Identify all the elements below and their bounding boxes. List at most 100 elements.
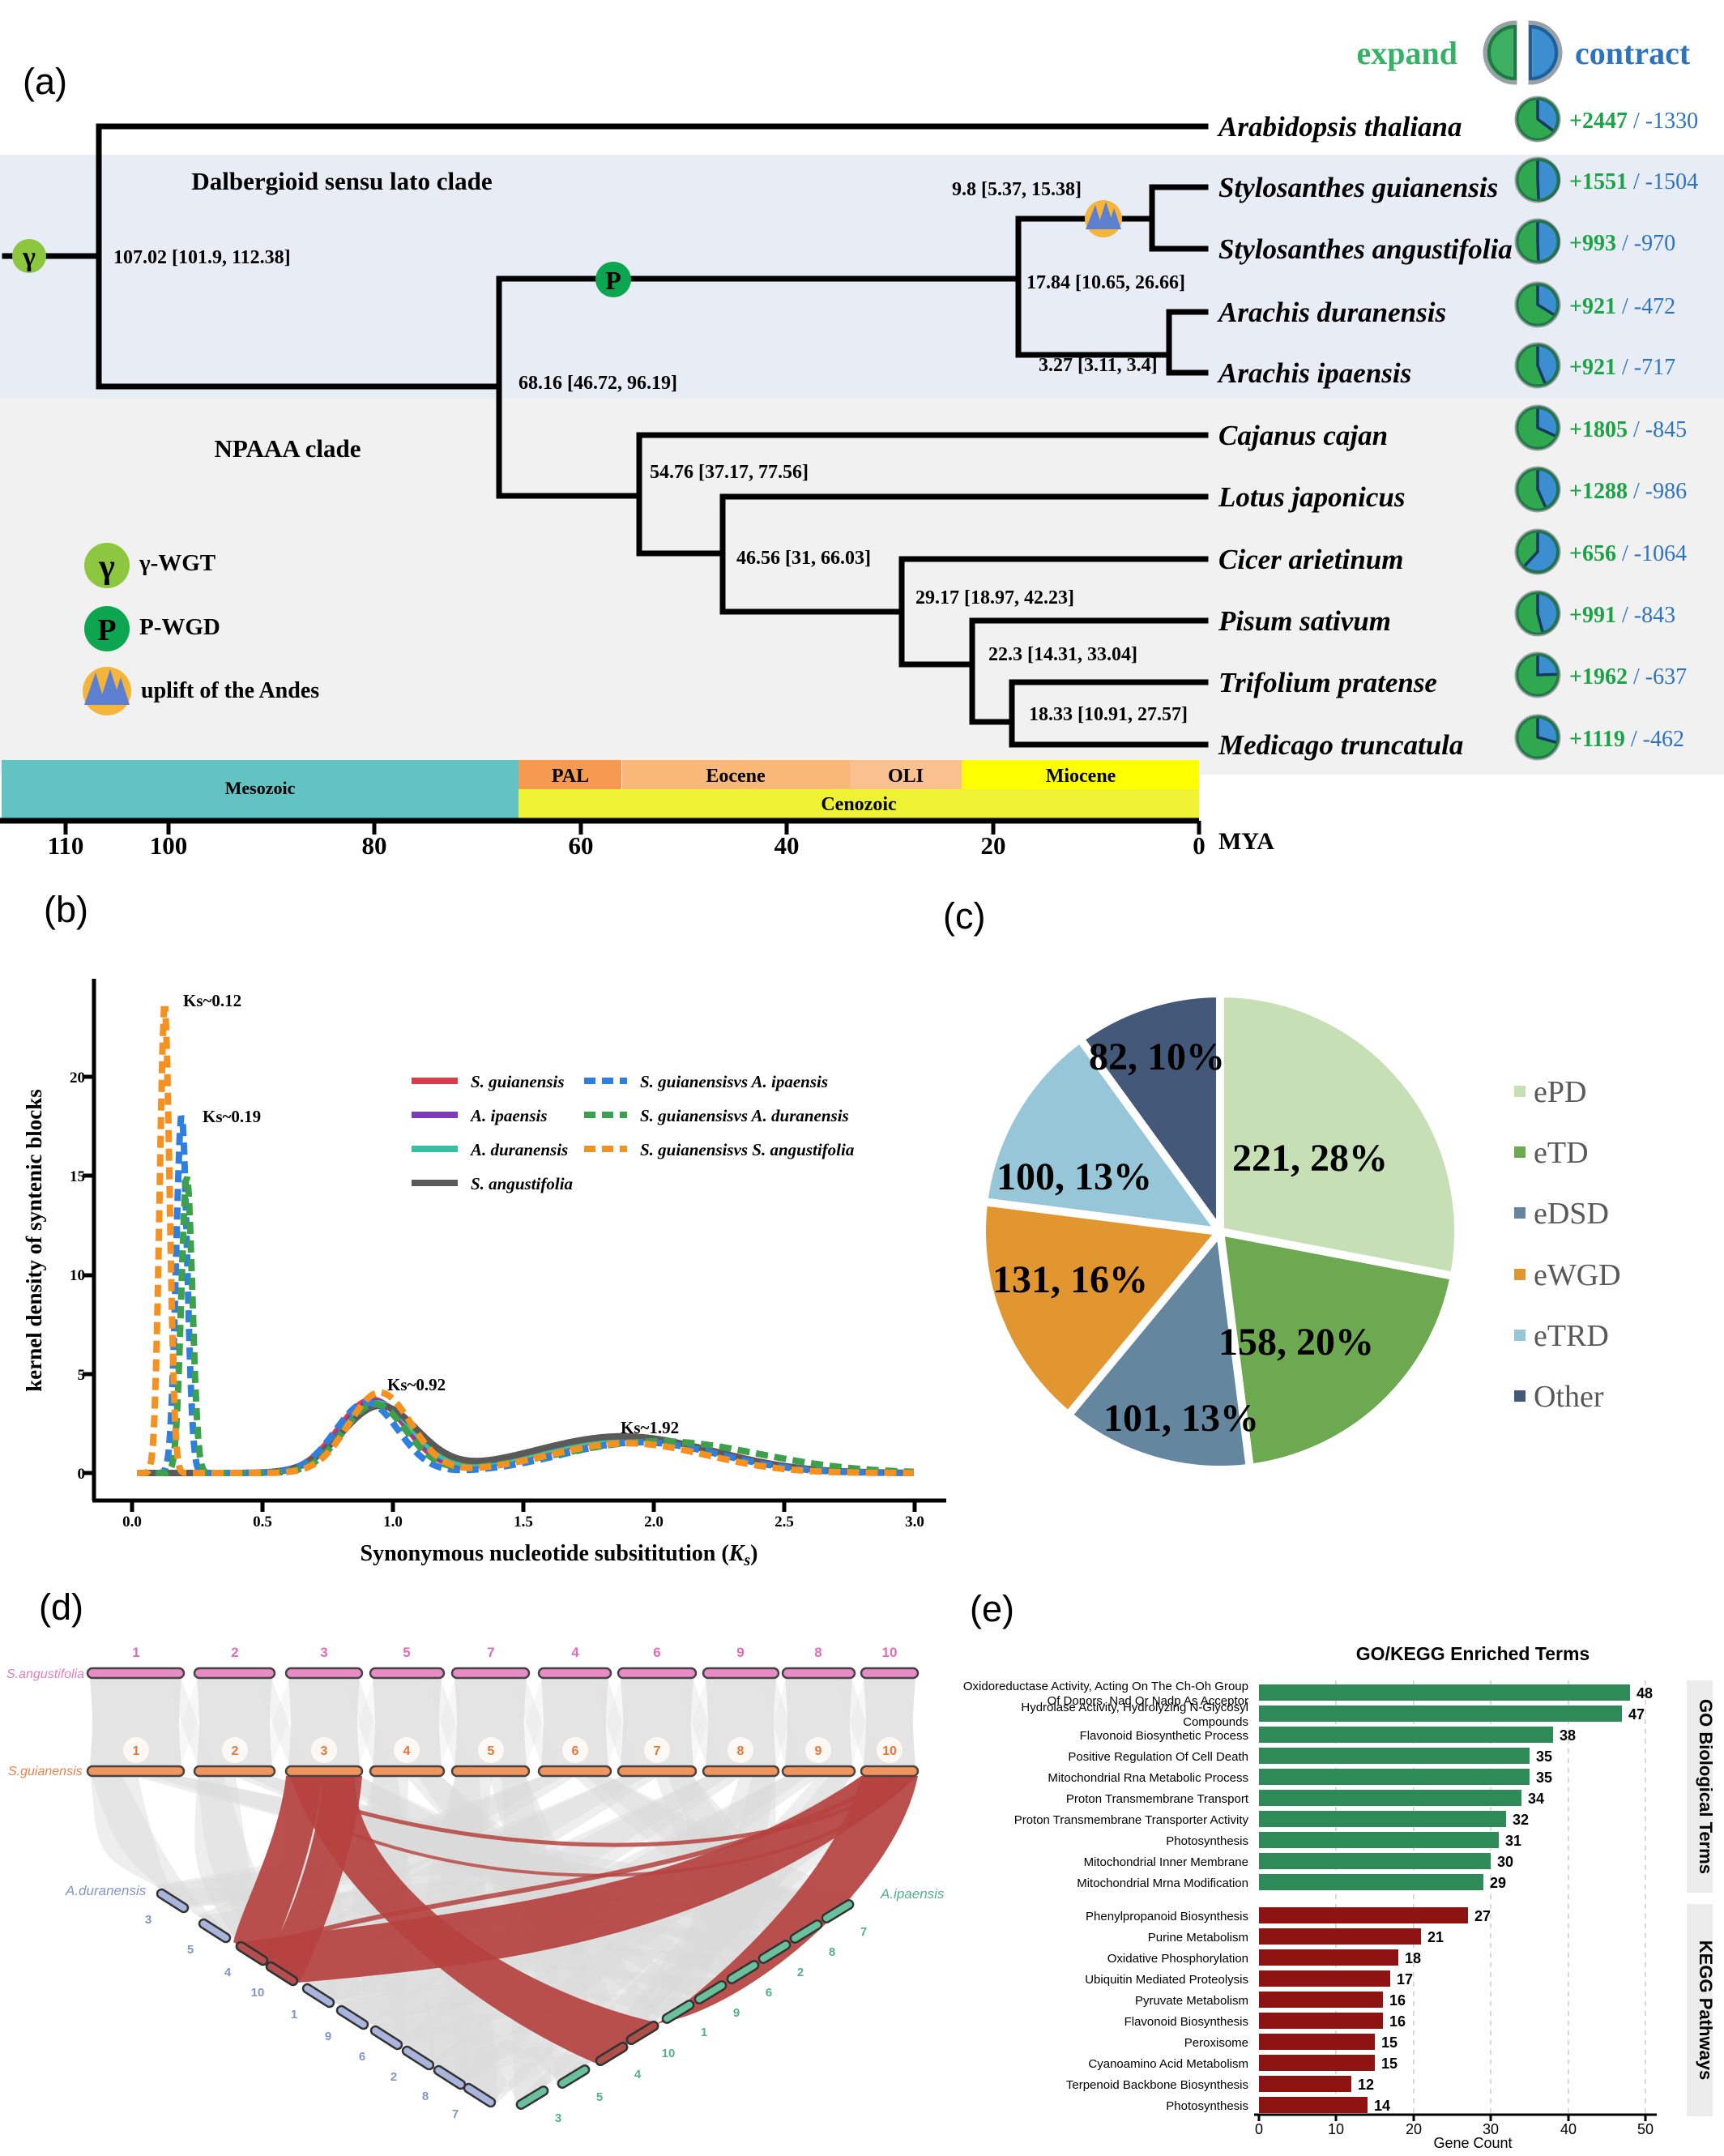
svg-text:16: 16 (1389, 1992, 1406, 2009)
svg-text:γ: γ (98, 549, 115, 586)
svg-text:40: 40 (775, 831, 800, 860)
svg-text:6: 6 (653, 1645, 660, 1660)
svg-text:22.3 [14.31, 33.04]: 22.3 [14.31, 33.04] (988, 644, 1137, 665)
svg-text:NPAAA clade: NPAAA clade (214, 434, 361, 463)
svg-text:Phenylpropanoid Biosynthesis: Phenylpropanoid Biosynthesis (1086, 1910, 1248, 1923)
svg-text:101, 13%: 101, 13% (1103, 1397, 1259, 1440)
svg-text:Medicago truncatula: Medicago truncatula (1218, 729, 1463, 761)
svg-text:20: 20 (1406, 2121, 1422, 2137)
svg-text:(d): (d) (39, 1586, 83, 1628)
svg-text:KEGG Pathways: KEGG Pathways (1696, 1940, 1716, 2080)
svg-text:0: 0 (78, 1466, 86, 1483)
svg-text:0: 0 (1255, 2121, 1263, 2137)
svg-text:+921 / -472: +921 / -472 (1569, 294, 1675, 319)
svg-text:+1119 / -462: +1119 / -462 (1569, 727, 1684, 752)
svg-text:14: 14 (1374, 2098, 1390, 2114)
svg-text:2: 2 (797, 1966, 804, 1979)
svg-text:GO/KEGG Enriched Terms: GO/KEGG Enriched Terms (1356, 1643, 1590, 1664)
svg-text:0.0: 0.0 (122, 1513, 142, 1531)
svg-text:6: 6 (572, 1744, 579, 1758)
svg-text:Stylosanthes guianensis: Stylosanthes guianensis (1218, 172, 1498, 203)
svg-text:0.5: 0.5 (253, 1513, 272, 1531)
svg-text:29.17 [18.97, 42.23]: 29.17 [18.97, 42.23] (915, 587, 1074, 608)
svg-text:30: 30 (1483, 2121, 1499, 2137)
svg-text:47: 47 (1628, 1706, 1645, 1723)
svg-text:2.0: 2.0 (644, 1513, 664, 1531)
svg-text:1: 1 (701, 2026, 707, 2039)
svg-text:60: 60 (569, 831, 594, 860)
svg-text:8: 8 (814, 1645, 821, 1660)
svg-text:131, 16%: 131, 16% (992, 1258, 1148, 1301)
svg-text:20: 20 (70, 1069, 85, 1087)
svg-text:Mitochondrial Rna Metabolic Pr: Mitochondrial Rna Metabolic Process (1048, 1771, 1248, 1785)
svg-text:50: 50 (1637, 2121, 1654, 2137)
svg-text:3: 3 (320, 1645, 327, 1660)
svg-text:40: 40 (1560, 2121, 1577, 2137)
svg-text:5: 5 (78, 1367, 86, 1384)
svg-text:A.duranensis: A.duranensis (65, 1883, 147, 1898)
svg-text:Mesozoic: Mesozoic (225, 778, 296, 798)
svg-text:12: 12 (1358, 2077, 1374, 2093)
svg-text:Purine Metabolism: Purine Metabolism (1148, 1931, 1248, 1945)
svg-text:eTD: eTD (1534, 1136, 1589, 1170)
svg-text:5: 5 (187, 1943, 194, 1957)
svg-text:18: 18 (1405, 1950, 1421, 1966)
svg-text:γ: γ (22, 242, 36, 272)
svg-text:Ks~0.92: Ks~0.92 (387, 1375, 446, 1394)
svg-text:Flavonoid Biosynthesis: Flavonoid Biosynthesis (1124, 2015, 1248, 2029)
svg-text:P: P (605, 266, 621, 295)
svg-text:9: 9 (325, 2030, 331, 2043)
svg-text:OLI: OLI (888, 766, 924, 787)
svg-text:10: 10 (70, 1267, 85, 1284)
svg-text:100: 100 (150, 831, 188, 860)
svg-text:P-WGD: P-WGD (139, 614, 220, 640)
svg-text:7: 7 (487, 1645, 494, 1660)
svg-text:10: 10 (662, 2047, 676, 2060)
svg-text:S. guianensisvs S. angustifoli: S. guianensisvs S. angustifolia (640, 1140, 854, 1159)
svg-text:Pyruvate Metabolism: Pyruvate Metabolism (1135, 1994, 1248, 2008)
svg-text:16: 16 (1389, 2013, 1406, 2030)
svg-text:21: 21 (1427, 1929, 1444, 1945)
svg-text:Pisum sativum: Pisum sativum (1218, 605, 1391, 637)
svg-text:15: 15 (70, 1168, 85, 1185)
svg-text:S. guianensis: S. guianensis (471, 1072, 565, 1091)
svg-text:+1962 / -637: +1962 / -637 (1569, 664, 1687, 689)
svg-text:3: 3 (321, 1744, 328, 1758)
svg-text:17.84 [10.65, 26.66]: 17.84 [10.65, 26.66] (1026, 272, 1185, 293)
svg-text:9.8 [5.37, 15.38]: 9.8 [5.37, 15.38] (952, 179, 1082, 200)
svg-text:9: 9 (736, 1645, 744, 1660)
svg-text:Stylosanthes angustifolia: Stylosanthes angustifolia (1218, 233, 1513, 265)
svg-text:82, 10%: 82, 10% (1089, 1035, 1225, 1078)
svg-text:Cyanoamino Acid Metabolism: Cyanoamino Acid Metabolism (1088, 2057, 1248, 2071)
svg-text:Oxidative Phosphorylation: Oxidative Phosphorylation (1107, 1952, 1248, 1966)
svg-text:S. angustifolia: S. angustifolia (471, 1174, 573, 1193)
svg-text:31: 31 (1505, 1833, 1521, 1849)
svg-text:9: 9 (733, 2006, 740, 2020)
svg-text:eWGD: eWGD (1534, 1258, 1621, 1292)
svg-text:uplift of the Andes: uplift of the Andes (141, 678, 319, 703)
svg-text:3.27 [3.11, 3.4]: 3.27 [3.11, 3.4] (1039, 355, 1158, 376)
svg-text:S.guianensis: S.guianensis (8, 1765, 83, 1778)
svg-text:A. ipaensis: A. ipaensis (469, 1106, 548, 1125)
svg-text:4: 4 (224, 1966, 232, 1979)
svg-text:3.0: 3.0 (905, 1513, 924, 1531)
svg-text:110: 110 (48, 831, 84, 860)
svg-text:46.56 [31, 66.03]: 46.56 [31, 66.03] (736, 548, 871, 569)
svg-text:3: 3 (555, 2111, 561, 2125)
svg-text:80: 80 (362, 831, 387, 860)
svg-text:2: 2 (390, 2070, 397, 2084)
svg-text:38: 38 (1560, 1727, 1576, 1744)
svg-text:10: 10 (882, 1744, 897, 1758)
svg-text:4: 4 (571, 1645, 579, 1660)
svg-text:1.5: 1.5 (514, 1513, 533, 1531)
svg-text:+1551 / -1504: +1551 / -1504 (1569, 169, 1698, 194)
svg-text:eTRD: eTRD (1534, 1319, 1609, 1353)
svg-text:Peroxisome: Peroxisome (1184, 2036, 1248, 2050)
svg-text:Mitochondrial Mrna Modificatio: Mitochondrial Mrna Modification (1077, 1876, 1248, 1890)
svg-text:6: 6 (766, 1986, 772, 2000)
svg-text:6: 6 (359, 2050, 365, 2064)
svg-text:Synonymous nucleotide subsitit: Synonymous nucleotide subsititution (Ks) (361, 1541, 758, 1569)
svg-text:2: 2 (231, 1645, 238, 1660)
svg-text:5: 5 (403, 1645, 410, 1660)
svg-text:7: 7 (452, 2107, 459, 2121)
